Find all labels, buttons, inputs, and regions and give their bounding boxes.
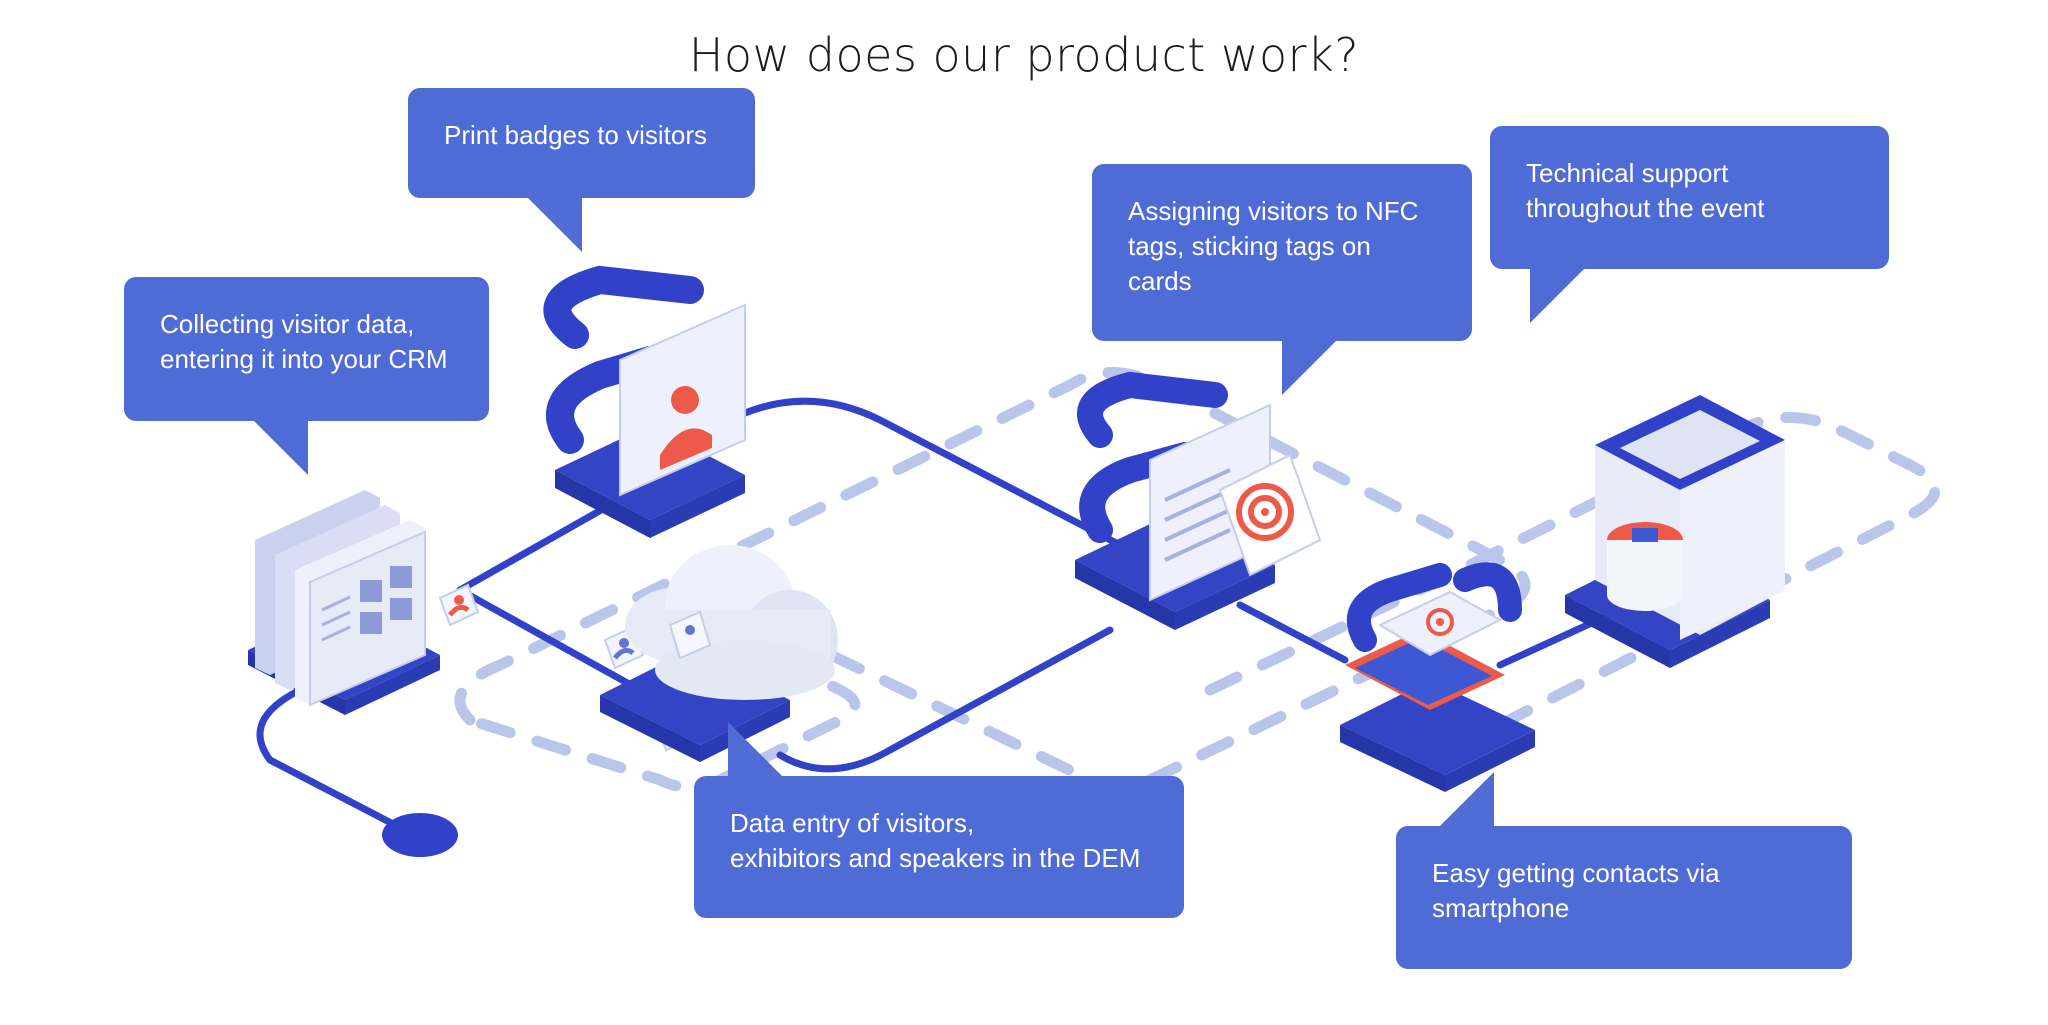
bubble-text: Collecting visitor data, entering it int…: [160, 309, 448, 374]
bubble-text: Print badges to visitors: [444, 120, 708, 150]
dashed-path: [454, 367, 1941, 793]
user-card-icon: [438, 583, 480, 627]
speech-bubble-collect: Collecting visitor data, entering it int…: [124, 277, 489, 475]
speech-bubble-phone: Easy getting contacts via smartphone: [1396, 772, 1852, 969]
speech-bubble-support: Technical support throughout the event: [1490, 126, 1889, 323]
smartphone-nfc-icon: [1340, 562, 1535, 792]
page-title: How does our product work?: [688, 28, 1360, 82]
bubble-tail: [252, 419, 308, 475]
server-stack-icon: [248, 490, 440, 715]
support-booth-icon: [1565, 395, 1785, 668]
badge-printer-icon: [543, 265, 746, 538]
bubble-tail: [1438, 772, 1494, 828]
bubble-text: Data entry of visitors, exhibitors and s…: [730, 808, 1141, 873]
bubble-tail: [1530, 267, 1586, 323]
bubble-tail: [1282, 339, 1338, 395]
bubble-text: Assigning visitors to NFC tags, sticking…: [1128, 196, 1419, 296]
bubble-text: Technical support throughout the event: [1526, 158, 1765, 223]
speech-bubble-nfc: Assigning visitors to NFC tags, sticking…: [1092, 164, 1472, 395]
bubble-text: Easy getting contacts via smartphone: [1432, 858, 1720, 923]
bubble-tail: [728, 722, 784, 778]
speech-bubble-dem: Data entry of visitors, exhibitors and s…: [694, 722, 1184, 918]
endpoint-dot-icon: [382, 813, 458, 857]
cloud-icon: [600, 545, 838, 762]
speech-bubble-print: Print badges to visitors: [408, 88, 755, 252]
nfc-printer-icon: [1075, 371, 1322, 630]
bubble-tail: [526, 196, 582, 252]
